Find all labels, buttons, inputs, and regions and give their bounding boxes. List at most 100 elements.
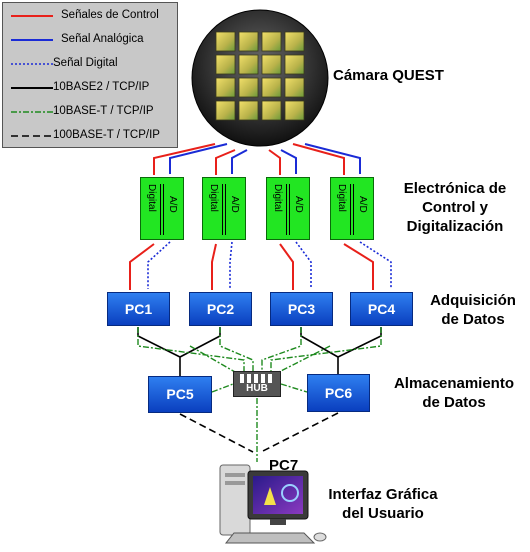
legend-swatch — [11, 63, 53, 65]
network-hub: HUB — [233, 371, 281, 397]
ethernet-wire — [137, 327, 245, 372]
undefined — [169, 143, 228, 174]
sensor-tile — [284, 31, 305, 52]
legend-swatch — [11, 135, 53, 137]
sensor-tile — [261, 54, 282, 75]
fast-ethernet-wire — [260, 412, 339, 453]
legend-row: 10BASE-T / TCP/IP — [3, 101, 179, 123]
camera-sensor — [191, 9, 329, 147]
sensor-tile — [238, 54, 259, 75]
coax-wire — [300, 327, 382, 374]
gui-label-line2: del Usuario — [342, 505, 424, 522]
electronics-label-line1: Electrónica de — [403, 180, 507, 197]
workstation-computer — [219, 464, 327, 544]
undefined — [268, 149, 281, 175]
legend-label: 10BASE-T / TCP/IP — [53, 105, 154, 117]
undefined — [129, 243, 155, 290]
sensor-tile — [261, 77, 282, 98]
adc-divider — [350, 184, 354, 235]
undefined — [280, 149, 297, 174]
electronics-label: Electrónica de Control y Digitalización — [390, 179, 520, 236]
sensor-tile — [284, 54, 305, 75]
undefined — [295, 241, 312, 289]
pc5-box: PC5 — [148, 376, 212, 413]
sensor-tile — [284, 100, 305, 121]
sensor-tile — [261, 31, 282, 52]
sensor-tile — [215, 31, 236, 52]
adc-ad-label: A/D — [229, 196, 240, 213]
ethernet-wire — [219, 327, 254, 372]
undefined — [304, 143, 361, 174]
legend-swatch — [11, 111, 53, 113]
ethernet-wire — [280, 383, 308, 393]
undefined — [229, 241, 233, 289]
ethernet-wire — [189, 345, 236, 373]
acquisition-label-line1: Adquisición — [430, 292, 516, 309]
undefined — [292, 143, 345, 175]
pc2-box: PC2 — [189, 292, 252, 326]
sensor-tile — [215, 100, 236, 121]
sensor-tile — [238, 31, 259, 52]
adc-board-2: Digital A/D — [202, 177, 246, 240]
acquisition-label-line2: de Datos — [441, 311, 505, 328]
sensor-tile — [261, 100, 282, 121]
legend-swatch — [11, 87, 53, 89]
undefined — [279, 243, 294, 290]
undefined — [153, 143, 216, 175]
legend-row: Señal Digital — [3, 53, 179, 75]
storage-label-line1: Almacenamiento — [393, 375, 515, 392]
camera-label: Cámara QUEST — [333, 67, 444, 84]
legend-label: 100BASE-T / TCP/IP — [53, 129, 160, 141]
storage-label-line2: de Datos — [422, 394, 486, 411]
adc-board-1: Digital A/D — [140, 177, 184, 240]
acquisition-label: Adquisición de Datos — [418, 291, 528, 329]
adc-divider — [222, 184, 226, 235]
legend-swatch — [11, 39, 53, 41]
undefined — [211, 243, 217, 290]
electronics-label-line2: Control y — [422, 199, 488, 216]
adc-digital-label: Digital — [208, 184, 219, 212]
ethernet-wire — [270, 327, 382, 372]
ethernet-wire — [278, 345, 331, 373]
undefined — [147, 241, 171, 289]
adc-board-3: Digital A/D — [266, 177, 310, 240]
adc-ad-label: A/D — [357, 196, 368, 213]
adc-board-4: Digital A/D — [330, 177, 374, 240]
pc6-box: PC6 — [307, 374, 370, 412]
adc-divider — [160, 184, 164, 235]
undefined — [359, 241, 392, 289]
legend-row: 100BASE-T / TCP/IP — [3, 125, 179, 147]
undefined — [343, 243, 374, 290]
pc4-box: PC4 — [350, 292, 413, 326]
sensor-tile — [215, 77, 236, 98]
electronics-label-line3: Digitalización — [406, 218, 504, 235]
legend-row: Señales de Control — [3, 5, 179, 27]
pc1-box: PC1 — [107, 292, 170, 326]
adc-ad-label: A/D — [167, 196, 178, 213]
adc-ad-label: A/D — [293, 196, 304, 213]
sensor-tile — [238, 77, 259, 98]
pc7-label: PC7 — [269, 457, 299, 474]
gui-label: Interfaz Gráfica del Usuario — [318, 485, 448, 523]
legend-row: Señal Analógica — [3, 29, 179, 51]
ethernet-wire — [261, 327, 302, 372]
adc-digital-label: Digital — [146, 184, 157, 212]
adc-digital-label: Digital — [272, 184, 283, 212]
hub-ports — [240, 374, 274, 383]
undefined — [215, 149, 236, 175]
gui-label-line1: Interfaz Gráfica — [328, 486, 438, 503]
fast-ethernet-wire — [179, 413, 254, 453]
sensor-tile — [284, 77, 305, 98]
legend-row: 10BASE2 / TCP/IP — [3, 77, 179, 99]
legend-label: Señal Digital — [53, 57, 118, 69]
hub-label: HUB — [246, 383, 268, 394]
adc-digital-label: Digital — [336, 184, 347, 212]
adc-divider — [286, 184, 290, 235]
legend-label: 10BASE2 / TCP/IP — [53, 81, 150, 93]
sensor-tile — [238, 100, 259, 121]
legend-label: Señales de Control — [61, 9, 159, 21]
storage-label: Almacenamiento de Datos — [380, 374, 528, 412]
